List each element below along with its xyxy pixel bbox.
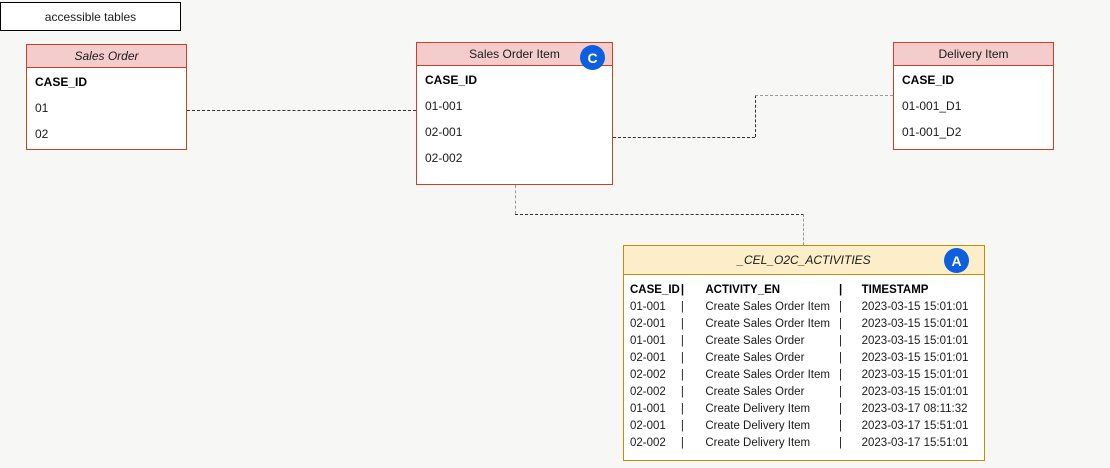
connector-item-to-delivery-seg3 xyxy=(755,95,893,96)
cell-separator: | xyxy=(839,333,862,350)
entity-value-row: 01-001_D1 xyxy=(902,100,1045,112)
connector-item-to-activities-seg3 xyxy=(803,214,804,245)
cell-separator: | xyxy=(681,401,705,418)
legend-box: accessible tables xyxy=(0,2,181,31)
entity-title: Sales Order Item xyxy=(469,48,560,60)
cell-separator: | xyxy=(839,384,862,401)
cell-separator: | xyxy=(681,418,705,435)
table-row: 02-001 | Create Delivery Item | 2023-03-… xyxy=(630,418,984,435)
cell-separator: | xyxy=(839,316,862,333)
cell-activity: Create Sales Order Item xyxy=(705,316,839,333)
cell-timestamp: 2023-03-17 15:51:01 xyxy=(862,418,984,435)
entity-value-row: 01-001 xyxy=(425,100,604,112)
cell-separator: | xyxy=(681,299,705,316)
cell-activity: Create Sales Order xyxy=(705,350,839,367)
column-separator: | xyxy=(839,281,862,299)
table-row: 02-001 | Create Sales Order Item | 2023-… xyxy=(630,316,984,333)
entity-header-sales-order: Sales Order xyxy=(27,45,186,68)
cell-separator: | xyxy=(839,350,862,367)
column-header-case-id: CASE_ID xyxy=(630,281,681,299)
cell-case-id: 02-001 xyxy=(630,350,681,367)
cell-separator: | xyxy=(681,367,705,384)
cell-timestamp: 2023-03-15 15:01:01 xyxy=(862,316,984,333)
connector-item-to-delivery-seg1 xyxy=(613,137,755,138)
cell-timestamp: 2023-03-15 15:01:01 xyxy=(862,350,984,367)
table-row: 02-001 | Create Sales Order | 2023-03-15… xyxy=(630,350,984,367)
cell-case-id: 02-002 xyxy=(630,384,681,401)
entity-value-row: 01 xyxy=(35,102,178,114)
badge-c-icon[interactable]: C xyxy=(580,45,605,70)
connector-item-to-delivery-seg2 xyxy=(755,95,756,137)
cell-activity: Create Delivery Item xyxy=(705,435,839,452)
cell-case-id: 01-001 xyxy=(630,299,681,316)
entity-title: Delivery Item xyxy=(938,48,1008,60)
entity-body-sales-order-item: CASE_ID 01-001 02-001 02-002 xyxy=(417,66,612,164)
activities-table[interactable]: _CEL_O2C_ACTIVITIES CASE_ID | ACTIVITY_E… xyxy=(623,245,985,461)
table-row: 02-002 | Create Delivery Item | 2023-03-… xyxy=(630,435,984,452)
legend-label: accessible tables xyxy=(45,11,136,23)
activities-body: CASE_ID | ACTIVITY_EN | TIMESTAMP 01-001… xyxy=(624,275,984,452)
cell-activity: Create Delivery Item xyxy=(705,418,839,435)
entity-table-sales-order[interactable]: Sales Order CASE_ID 01 02 xyxy=(26,44,187,150)
cell-case-id: 02-002 xyxy=(630,435,681,452)
table-row: 02-002 | Create Sales Order Item | 2023-… xyxy=(630,367,984,384)
entity-table-delivery-item[interactable]: Delivery Item CASE_ID 01-001_D1 01-001_D… xyxy=(893,42,1054,150)
cell-activity: Create Sales Order Item xyxy=(705,367,839,384)
cell-timestamp: 2023-03-15 15:01:01 xyxy=(862,384,984,401)
cell-timestamp: 2023-03-15 15:01:01 xyxy=(862,367,984,384)
entity-title: Sales Order xyxy=(74,50,138,62)
activities-title: _CEL_O2C_ACTIVITIES xyxy=(737,254,870,266)
cell-separator: | xyxy=(681,316,705,333)
column-header-activity: ACTIVITY_EN xyxy=(705,281,839,299)
cell-separator: | xyxy=(839,435,862,452)
activities-header: _CEL_O2C_ACTIVITIES xyxy=(624,246,984,275)
entity-header-delivery-item: Delivery Item xyxy=(894,43,1053,66)
table-row: 02-002 | Create Sales Order | 2023-03-15… xyxy=(630,384,984,401)
cell-separator: | xyxy=(839,299,862,316)
entity-value-row: 02-001 xyxy=(425,126,604,138)
table-row: 01-001 | Create Delivery Item | 2023-03-… xyxy=(630,401,984,418)
cell-case-id: 01-001 xyxy=(630,333,681,350)
cell-separator: | xyxy=(839,418,862,435)
badge-a-icon[interactable]: A xyxy=(944,248,969,273)
column-separator: | xyxy=(681,281,705,299)
cell-timestamp: 2023-03-17 15:51:01 xyxy=(862,435,984,452)
entity-column-header: CASE_ID xyxy=(425,74,604,86)
cell-timestamp: 2023-03-15 15:01:01 xyxy=(862,299,984,316)
cell-activity: Create Sales Order xyxy=(705,333,839,350)
cell-separator: | xyxy=(681,350,705,367)
column-header-timestamp: TIMESTAMP xyxy=(862,281,984,299)
entity-value-row: 01-001_D2 xyxy=(902,126,1045,138)
cell-timestamp: 2023-03-17 08:11:32 xyxy=(862,401,984,418)
entity-value-row: 02 xyxy=(35,128,178,140)
entity-column-header: CASE_ID xyxy=(35,76,178,88)
cell-case-id: 01-001 xyxy=(630,401,681,418)
cell-timestamp: 2023-03-15 15:01:01 xyxy=(862,333,984,350)
entity-column-header: CASE_ID xyxy=(902,74,1045,86)
cell-separator: | xyxy=(681,435,705,452)
cell-case-id: 02-001 xyxy=(630,418,681,435)
cell-case-id: 02-002 xyxy=(630,367,681,384)
entity-value-row: 02-002 xyxy=(425,152,604,164)
table-row: 01-001 | Create Sales Order | 2023-03-15… xyxy=(630,333,984,350)
cell-activity: Create Sales Order xyxy=(705,384,839,401)
cell-separator: | xyxy=(681,384,705,401)
cell-separator: | xyxy=(839,401,862,418)
connector-item-to-activities-seg1 xyxy=(515,185,516,214)
cell-separator: | xyxy=(839,367,862,384)
connector-item-to-activities-seg2 xyxy=(515,214,804,215)
cell-separator: | xyxy=(681,333,705,350)
entity-body-sales-order: CASE_ID 01 02 xyxy=(27,68,186,140)
activities-column-headers: CASE_ID | ACTIVITY_EN | TIMESTAMP xyxy=(630,281,984,299)
entity-body-delivery-item: CASE_ID 01-001_D1 01-001_D2 xyxy=(894,66,1053,138)
cell-activity: Create Sales Order Item xyxy=(705,299,839,316)
table-row: 01-001 | Create Sales Order Item | 2023-… xyxy=(630,299,984,316)
cell-case-id: 02-001 xyxy=(630,316,681,333)
cell-activity: Create Delivery Item xyxy=(705,401,839,418)
connector-sales-order-to-item xyxy=(187,110,416,111)
